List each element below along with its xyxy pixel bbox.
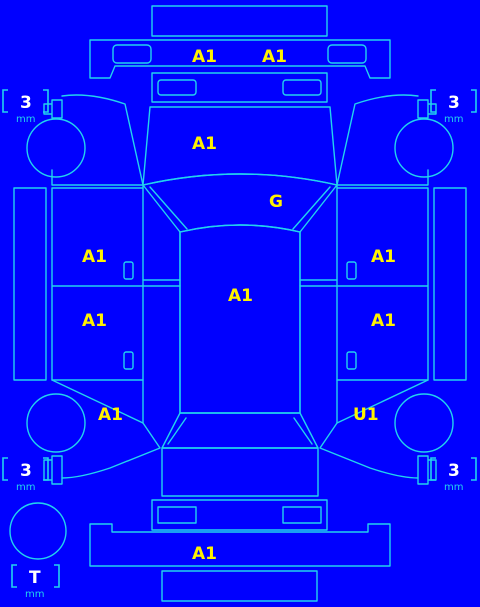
code-front-door-right: A1 xyxy=(371,247,396,267)
mirror-right xyxy=(417,99,437,119)
tread-spare-unit: mm xyxy=(25,589,44,600)
code-rear-fender-right: U1 xyxy=(353,405,379,425)
code-rear-fender-left: A1 xyxy=(98,405,123,425)
rear-bumper xyxy=(89,523,391,567)
rear-panel xyxy=(161,570,318,602)
mirror-left xyxy=(43,99,63,119)
tread-rear-left: 3 mm xyxy=(2,457,49,493)
rear-reflector-left xyxy=(157,506,197,524)
door-handle-front-left xyxy=(123,261,134,280)
code-rear-door-left: A1 xyxy=(82,311,107,331)
windshield-inner-line xyxy=(149,186,331,230)
rear-reflector-right xyxy=(282,506,322,524)
headlight-right xyxy=(282,79,322,96)
door-handle-front-right xyxy=(346,261,357,280)
tread-front-right-unit: mm xyxy=(444,114,463,125)
roof-panel xyxy=(179,224,301,414)
door-handle-rear-right xyxy=(346,351,357,370)
code-roof: A1 xyxy=(228,286,253,306)
spare-tire xyxy=(9,502,67,560)
tread-rear-right: 3 mm xyxy=(430,457,477,493)
tread-spare-value: T xyxy=(29,568,41,588)
rear-fender-left-outline xyxy=(51,379,161,479)
rear-lamp-left xyxy=(43,455,63,485)
front-panel xyxy=(151,5,328,37)
door-handle-rear-left xyxy=(123,351,134,370)
code-rear-bumper: A1 xyxy=(192,544,217,564)
wheel-rear-right xyxy=(394,393,454,453)
tread-rear-right-value: 3 xyxy=(448,461,460,481)
headlight-left xyxy=(157,79,197,96)
wheel-front-left xyxy=(26,118,86,178)
tread-front-left-value: 3 xyxy=(20,93,32,113)
rear-window xyxy=(161,412,319,449)
tread-front-left: 3 mm xyxy=(2,89,49,125)
code-rear-door-right: A1 xyxy=(371,311,396,331)
tread-front-right: 3 mm xyxy=(430,89,477,125)
doors-left xyxy=(51,187,181,381)
side-skirt-right xyxy=(433,187,467,381)
front-bumper xyxy=(89,39,391,79)
tread-spare: T mm xyxy=(11,564,60,600)
fog-lamp-left xyxy=(112,44,152,64)
doors-right xyxy=(299,187,429,381)
front-grille xyxy=(151,72,328,103)
tread-rear-left-unit: mm xyxy=(16,482,35,493)
code-hood: A1 xyxy=(192,134,217,154)
front-fender-left xyxy=(51,94,144,186)
tread-rear-left-value: 3 xyxy=(20,461,32,481)
wheel-front-right xyxy=(394,118,454,178)
pillar-right xyxy=(299,184,338,424)
fog-lamp-right xyxy=(327,44,367,64)
code-front-bumper-right: A1 xyxy=(262,47,287,67)
code-front-bumper-left: A1 xyxy=(192,47,217,67)
code-windshield: G xyxy=(269,192,283,212)
windshield-panel xyxy=(142,173,338,233)
tread-rear-right-unit: mm xyxy=(444,482,463,493)
front-fender-right xyxy=(336,94,429,186)
pillar-left xyxy=(142,184,181,424)
rear-garnish xyxy=(151,499,328,531)
wheel-rear-left xyxy=(26,393,86,453)
rear-fender-right-outline xyxy=(319,379,429,479)
tread-front-right-value: 3 xyxy=(448,93,460,113)
code-front-door-left: A1 xyxy=(82,247,107,267)
tread-front-left-unit: mm xyxy=(16,114,35,125)
side-skirt-left xyxy=(13,187,47,381)
trunk-lid xyxy=(161,447,319,497)
